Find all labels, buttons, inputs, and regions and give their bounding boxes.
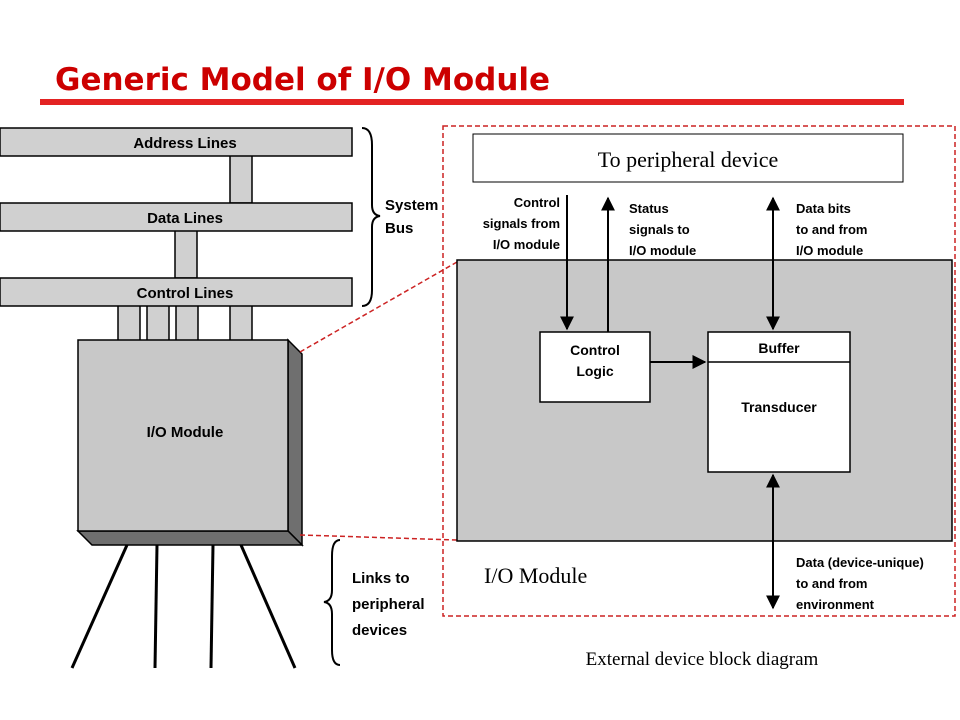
connector-3 — [175, 304, 199, 342]
links-label-1: Links to — [352, 570, 410, 587]
io-module-bottom — [76, 530, 304, 546]
status-signals-label-1: Status — [629, 201, 669, 216]
connector-data-control — [174, 229, 198, 279]
control-signals-label-3: I/O module — [493, 237, 560, 252]
data-bits-label-3: I/O module — [796, 243, 863, 258]
system-bus-label-2: Bus — [385, 220, 413, 237]
io-module-front — [77, 339, 289, 532]
env-data-label-3: environment — [796, 597, 875, 612]
system-bus-diagram: Address Lines Data Lines Control Lines S… — [0, 127, 438, 342]
system-bus-brace — [361, 127, 381, 307]
control-lines-label: Control Lines — [137, 285, 234, 302]
control-lines-bar — [0, 277, 353, 307]
transducer-box — [707, 331, 851, 473]
zoom-line-top — [299, 261, 458, 353]
data-bits-label-2: to and from — [796, 222, 868, 237]
control-logic-box — [539, 331, 651, 403]
title-rule — [40, 99, 904, 105]
links-label-3: devices — [352, 622, 407, 639]
link-line-4 — [239, 544, 297, 669]
status-signals-label-2: signals to — [629, 222, 690, 237]
data-lines-bar — [0, 202, 353, 232]
data-bits-label-1: Data bits — [796, 201, 851, 216]
zoom-line-bottom — [299, 534, 458, 541]
zoom-frame — [442, 125, 956, 617]
connector-4 — [229, 304, 253, 342]
control-signals-label-2: signals from — [483, 216, 560, 231]
io-module-side — [287, 338, 303, 547]
env-data-label-2: to and from — [796, 576, 868, 591]
connector-address-data — [229, 154, 253, 204]
page-title: Generic Model of I/O Module — [55, 62, 550, 98]
connector-2 — [146, 304, 170, 342]
io-module-caption: I/O Module — [484, 563, 587, 588]
io-module-label: I/O Module — [147, 424, 224, 441]
system-bus-label-1: System — [385, 197, 438, 214]
control-logic-label-2: Logic — [576, 363, 614, 379]
links-label-2: peripheral — [352, 596, 425, 613]
link-line-3 — [209, 544, 215, 669]
env-data-label-1: Data (device-unique) — [796, 555, 924, 570]
diagram-caption: External device block diagram — [586, 649, 819, 670]
link-line-2 — [153, 544, 159, 669]
transducer-label: Transducer — [741, 399, 817, 415]
data-lines-label: Data Lines — [147, 210, 223, 227]
io-module-box: I/O Module — [76, 338, 304, 547]
peripheral-links — [70, 544, 297, 669]
io-module-area — [456, 259, 953, 542]
address-lines-label: Address Lines — [133, 135, 236, 152]
control-logic-label-1: Control — [570, 342, 620, 358]
buffer-label: Buffer — [758, 340, 800, 356]
status-signals-label-3: I/O module — [629, 243, 696, 258]
peripheral-device-label: To peripheral device — [598, 147, 778, 172]
peripheral-device-box — [472, 133, 904, 183]
address-lines-bar — [0, 127, 353, 157]
control-signals-label-1: Control — [514, 195, 560, 210]
connector-1 — [117, 304, 141, 342]
link-line-1 — [70, 544, 129, 669]
links-brace — [323, 539, 341, 666]
